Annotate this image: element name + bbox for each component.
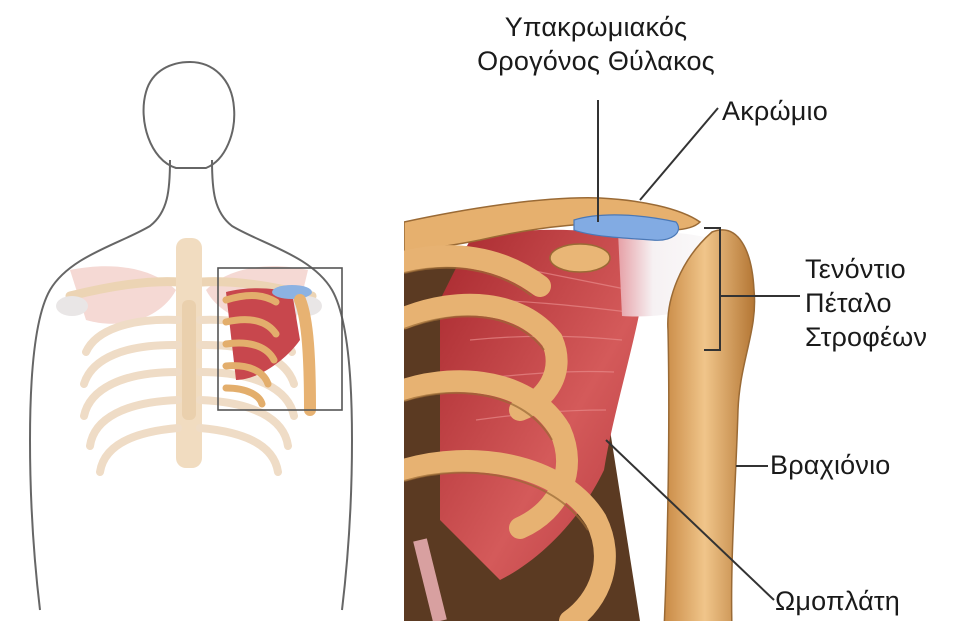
rotator-cuff-label-line3: Στροφέων bbox=[805, 320, 927, 354]
torso-figure bbox=[30, 62, 352, 610]
rotator-cuff-label-line1: Τενόντιο bbox=[805, 252, 927, 286]
acromion-label: Ακρώμιο bbox=[722, 94, 828, 128]
rotator-cuff-label-line2: Πέταλο bbox=[805, 286, 927, 320]
bursa-label-line1: Υπακρωμιακός bbox=[426, 10, 766, 44]
bursa-label-line2: Ορογόνος Θύλακος bbox=[426, 44, 766, 78]
shoulder-closeup bbox=[404, 196, 769, 621]
bursa-label: Υπακρωμιακός Ορογόνος Θύλακος bbox=[426, 10, 766, 78]
scapula-label: Ωμοπλάτη bbox=[775, 584, 900, 618]
torso-shoulder-highlight bbox=[226, 285, 312, 410]
rotator-cuff-label: Τενόντιο Πέταλο Στροφέων bbox=[805, 252, 927, 354]
humerus-label: Βραχιόνιο bbox=[770, 448, 890, 482]
